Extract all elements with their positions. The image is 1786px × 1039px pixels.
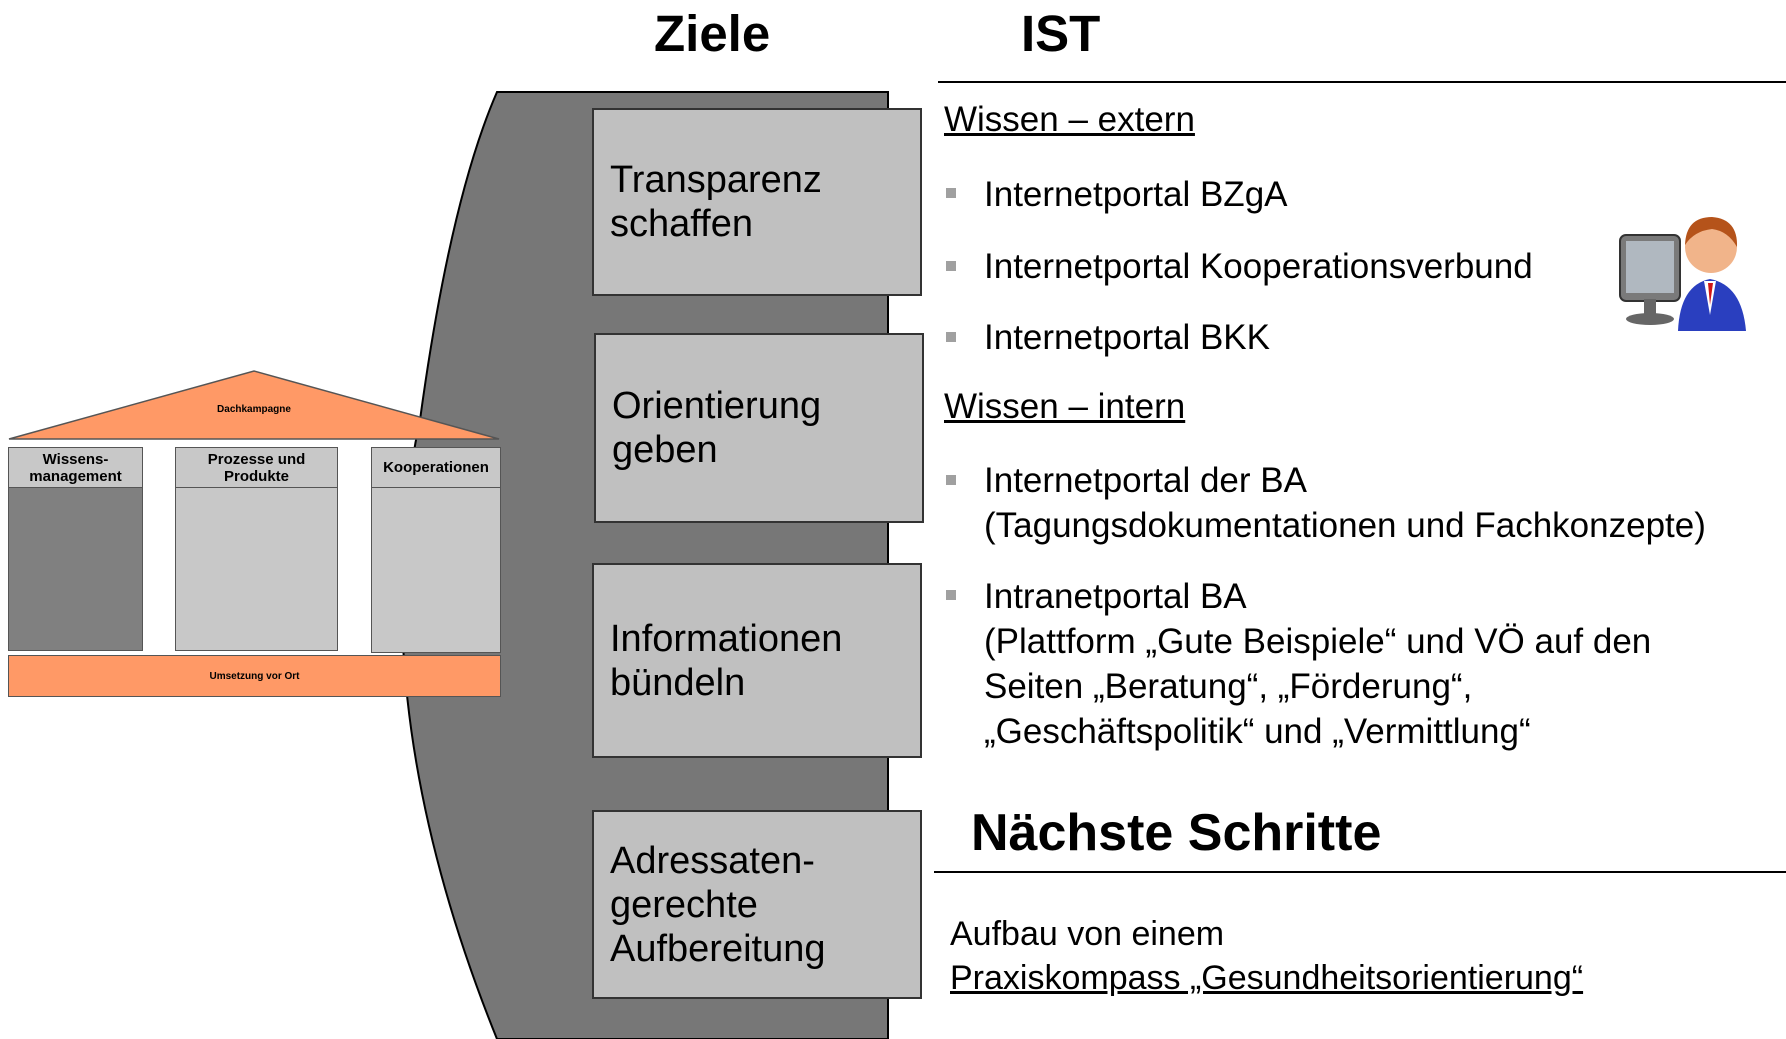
wissen-intern-heading: Wissen – intern — [944, 387, 1186, 426]
pillar-label: Prozesse und Produkte — [176, 448, 337, 488]
bullet-icon — [946, 590, 956, 600]
foundation-label: Umsetzung vor Ort — [209, 670, 300, 682]
goal-transparenz: Transparenz schaffen — [592, 108, 922, 296]
bullet-icon — [946, 188, 956, 198]
pillar-kooperationen: Kooperationen — [371, 447, 501, 653]
house-diagram: Dachkampagne Wissens- management Prozess… — [8, 370, 501, 697]
user-at-computer-icon — [1619, 217, 1746, 331]
wissen-extern-heading: Wissen – extern — [944, 100, 1195, 139]
next-steps-title: Nächste Schritte — [971, 804, 1382, 862]
pillar-wissensmanagement: Wissens- management — [8, 447, 143, 651]
extern-item: Internetportal Kooperationsverbund — [984, 247, 1533, 286]
next-steps-line1: Aufbau von einem — [950, 915, 1225, 953]
pillar-prozesse: Prozesse und Produkte — [175, 447, 338, 651]
goal-adressaten: Adressaten- gerechte Aufbereitung — [592, 810, 922, 999]
extern-item: Internetportal BKK — [984, 318, 1270, 357]
header-ist: IST — [1021, 5, 1101, 62]
header-ziele: Ziele — [654, 5, 771, 62]
roof — [8, 370, 500, 440]
goal-informationen: Informationen bündeln — [592, 563, 922, 758]
intern-item: Internetportal der BA (Tagungsdokumentat… — [984, 461, 1706, 545]
bullet-icon — [946, 261, 956, 271]
intern-item: Intranetportal BA (Plattform „Gute Beisp… — [984, 577, 1652, 751]
next-steps-line2: Praxiskompass „Gesundheitsorientierung“ — [950, 959, 1584, 997]
bullet-icon — [946, 332, 956, 342]
roof-label: Dachkampagne — [217, 404, 291, 415]
next-steps-rule — [934, 871, 1786, 873]
bullet-icon — [946, 475, 956, 485]
foundation: Umsetzung vor Ort — [8, 655, 501, 697]
pillar-label: Kooperationen — [372, 448, 500, 488]
pillar-label: Wissens- management — [9, 448, 142, 488]
extern-item: Internetportal BZgA — [984, 175, 1288, 214]
ist-rule — [938, 81, 1786, 83]
goal-orientierung: Orientierung geben — [594, 333, 924, 523]
